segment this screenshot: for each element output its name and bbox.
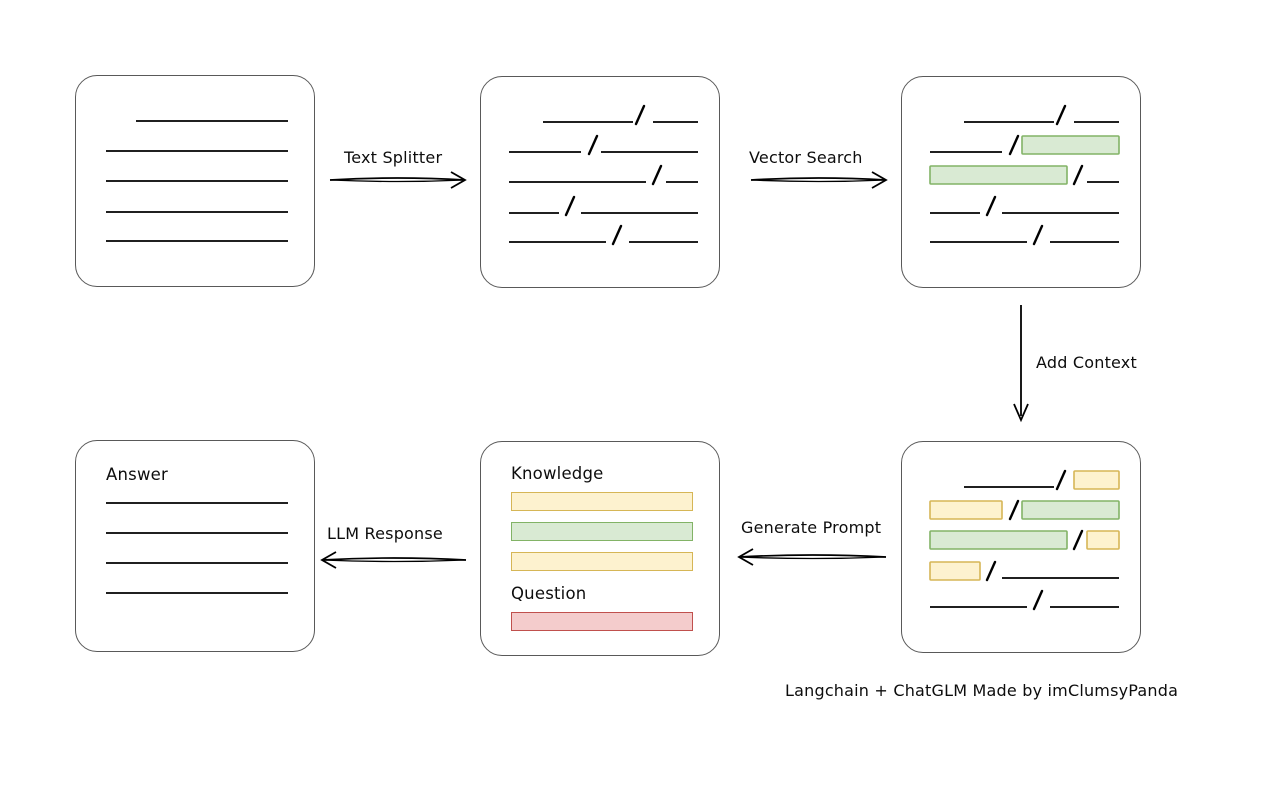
edge-shaft-secondary xyxy=(329,179,466,183)
highlight-chip-yellow xyxy=(929,500,1003,520)
arrowhead-down-icon xyxy=(1013,403,1029,423)
edge-shaft xyxy=(321,557,467,561)
separator-slash xyxy=(1072,164,1084,186)
separator-slash xyxy=(564,195,576,217)
edge-shaft-secondary xyxy=(738,556,887,560)
separator-slash xyxy=(634,104,646,126)
edge-vector-search-label: Vector Search xyxy=(749,148,863,167)
answer-title: Answer xyxy=(106,465,168,484)
edge-text-splitter-label: Text Splitter xyxy=(344,148,443,167)
edge-shaft xyxy=(750,177,887,181)
separator-slash xyxy=(985,560,997,582)
knowledge-bar-yellow xyxy=(511,552,693,571)
source-document-card xyxy=(75,75,315,287)
edge-vector-search xyxy=(750,171,888,189)
edge-llm-response xyxy=(320,551,467,569)
separator-slash xyxy=(1008,134,1020,156)
edge-generate-prompt-label: Generate Prompt xyxy=(741,518,882,537)
edge-add-context-label: Add Context xyxy=(1036,353,1137,372)
separator-slash xyxy=(1072,529,1084,551)
question-label: Question xyxy=(511,584,587,603)
context-document-card xyxy=(901,441,1141,653)
edge-shaft-secondary xyxy=(750,179,887,183)
separator-slash xyxy=(587,134,599,156)
highlight-chip-yellow xyxy=(929,561,981,581)
separator-slash xyxy=(1032,224,1044,246)
answer-card: Answer xyxy=(75,440,315,652)
highlight-chip-yellow xyxy=(1086,530,1120,550)
arrowhead-right-icon xyxy=(871,171,888,189)
separator-slash xyxy=(1032,589,1044,611)
knowledge-bar-green xyxy=(511,522,693,541)
edge-shaft xyxy=(738,554,887,558)
arrowhead-left-icon xyxy=(320,551,337,569)
edge-add-context xyxy=(1013,305,1029,423)
edge-shaft-secondary xyxy=(321,559,467,563)
separator-slash xyxy=(611,224,623,246)
highlight-chip-green xyxy=(929,165,1068,185)
arrowhead-left-icon xyxy=(737,548,754,566)
arrowhead-right-icon xyxy=(450,171,467,189)
separator-slash xyxy=(1055,104,1067,126)
split-document-card xyxy=(480,76,720,288)
footer-credit: Langchain + ChatGLM Made by imClumsyPand… xyxy=(785,681,1179,700)
separator-slash xyxy=(1055,469,1067,491)
highlight-chip-yellow xyxy=(1073,470,1120,490)
highlight-chip-green xyxy=(1021,500,1120,520)
separator-slash xyxy=(985,195,997,217)
highlight-chip-green xyxy=(1021,135,1120,155)
edge-generate-prompt xyxy=(737,548,887,566)
separator-slash xyxy=(1008,499,1020,521)
edge-text-splitter xyxy=(329,171,467,189)
question-bar-red xyxy=(511,612,693,631)
vector-matched-document-card xyxy=(901,76,1141,288)
edge-llm-response-label: LLM Response xyxy=(327,524,443,543)
separator-slash xyxy=(651,164,663,186)
knowledge-bar-yellow xyxy=(511,492,693,511)
highlight-chip-green xyxy=(929,530,1068,550)
edge-shaft xyxy=(329,177,466,181)
knowledge-label: Knowledge xyxy=(511,464,604,483)
